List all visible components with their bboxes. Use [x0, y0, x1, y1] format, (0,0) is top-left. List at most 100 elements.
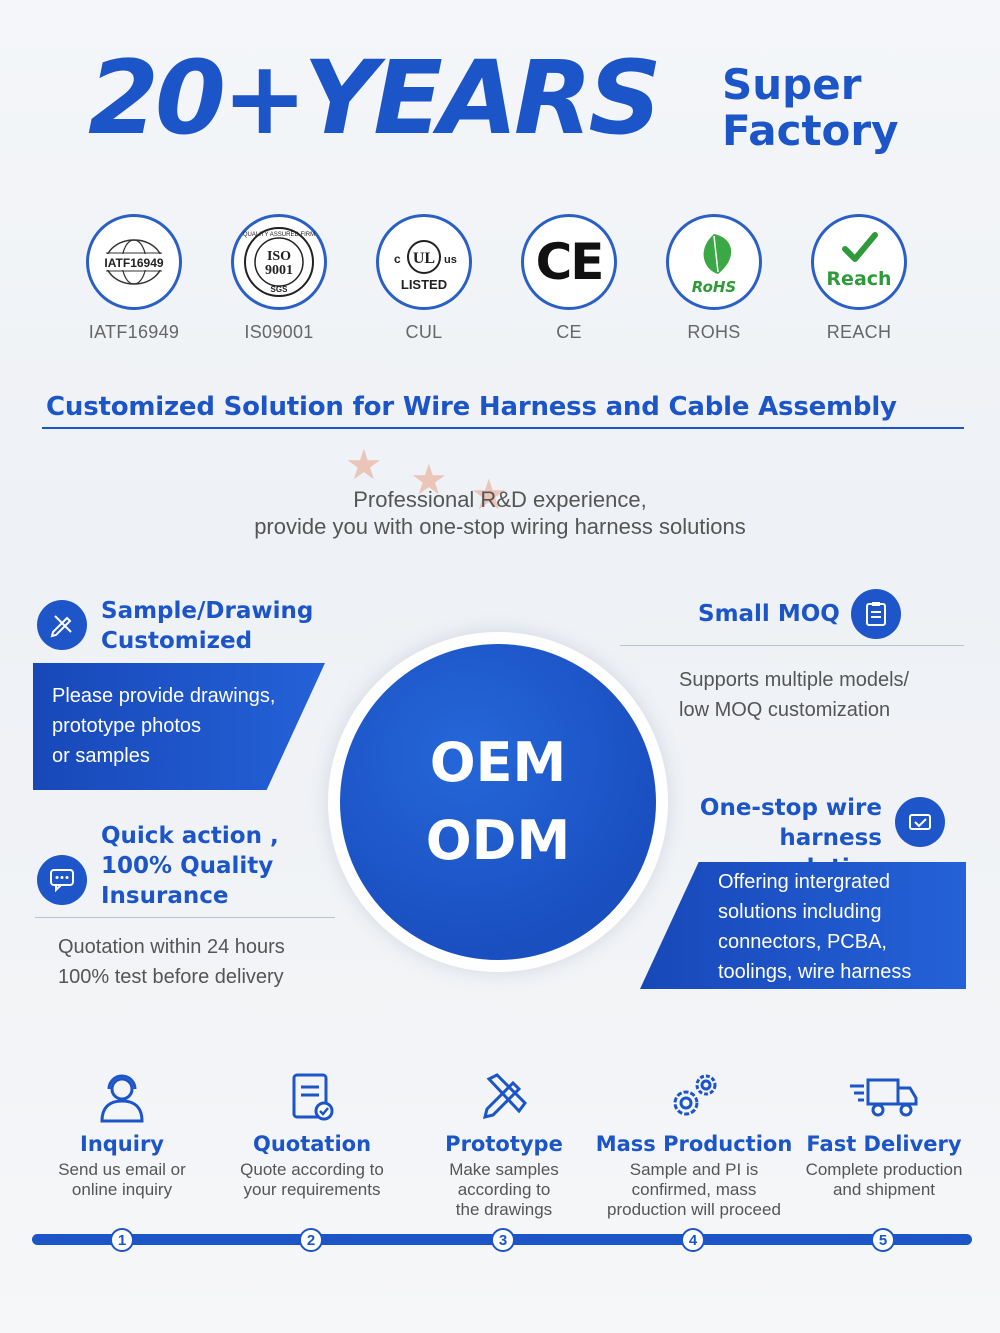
- step-desc-line: Quote according to: [240, 1160, 384, 1179]
- delivery-truck-icon: [784, 1066, 984, 1126]
- step-desc-line: and shipment: [832, 1180, 936, 1199]
- ce-mark-icon: CE: [521, 214, 617, 310]
- feature-box-line: Offering intergrated: [718, 871, 890, 893]
- cert-label: REACH: [826, 322, 892, 342]
- step-description: Complete production and shipment: [784, 1160, 984, 1200]
- clipboard-icon: [851, 589, 901, 639]
- feature-box-line: connectors, PCBA,: [718, 931, 887, 953]
- svg-text:SGS: SGS: [271, 285, 289, 294]
- step-desc-line: according to: [457, 1180, 551, 1199]
- step-number: 3: [491, 1228, 515, 1252]
- page-subtitle: Super Factory: [722, 62, 899, 154]
- feature-title-line: 100% Quality: [101, 853, 274, 879]
- ul-listed-icon: c UL us LISTED: [376, 214, 472, 310]
- intro-line-1: Professional R&D experience,: [353, 487, 647, 512]
- cert-rohs: RoHS ROHS: [664, 214, 764, 343]
- cert-label: IATF16949: [88, 322, 180, 342]
- step-fast-delivery: Fast Delivery Complete production and sh…: [784, 1066, 984, 1200]
- star-icon: ★: [345, 440, 383, 489]
- step-desc-line: Send us email or: [58, 1160, 186, 1179]
- feature-quick-text: Quotation within 24 hours 100% test befo…: [58, 932, 285, 992]
- cert-iatf16949: IATF16949 IATF16949: [84, 214, 184, 343]
- document-check-icon: [212, 1066, 412, 1126]
- step-number: 1: [110, 1228, 134, 1252]
- step-desc-line: production will proceed: [607, 1200, 781, 1219]
- step-mass-production: Mass Production Sample and PI is confirm…: [594, 1066, 794, 1220]
- cert-cul: c UL us LISTED CUL: [374, 214, 474, 343]
- step-desc-line: your requirements: [243, 1180, 381, 1199]
- globe-icon: IATF16949: [86, 214, 182, 310]
- cert-iso9001: QUALITY ASSURED FIRM ISO 9001 SGS IS0900…: [229, 214, 329, 343]
- feature-moq-text: Supports multiple models/ low MOQ custom…: [679, 665, 909, 725]
- step-prototype: Prototype Make samples according to the …: [404, 1066, 604, 1220]
- feature-text-line: Quotation within 24 hours: [58, 936, 285, 958]
- feature-text-line: low MOQ customization: [679, 699, 891, 721]
- svg-text:us: us: [444, 254, 457, 266]
- feature-onestop-box: Offering intergrated solutions including…: [640, 862, 966, 989]
- feature-box-line: prototype photos: [52, 715, 201, 737]
- feature-text-line: 100% test before delivery: [58, 966, 284, 988]
- step-desc-line: online inquiry: [71, 1180, 173, 1199]
- cart-icon: [895, 797, 945, 847]
- oem-odm-badge: OEM ODM: [340, 644, 656, 960]
- star-icon: ★: [410, 455, 448, 504]
- svg-text:QUALITY ASSURED FIRM: QUALITY ASSURED FIRM: [243, 232, 315, 238]
- step-desc-line: Sample and PI is: [629, 1160, 759, 1179]
- cert-label: CUL: [405, 322, 443, 342]
- step-description: Send us email or online inquiry: [22, 1160, 222, 1200]
- step-desc-line: confirmed, mass: [631, 1180, 757, 1199]
- feature-box-line: Please provide drawings,: [52, 685, 276, 707]
- pencil-ruler-icon: [37, 600, 87, 650]
- svg-text:9001: 9001: [265, 263, 293, 278]
- checkmark-icon: Reach: [811, 214, 907, 310]
- step-description: Quote according to your requirements: [212, 1160, 412, 1200]
- divider: [620, 645, 964, 646]
- feature-title-line: Quick action ,: [101, 823, 279, 849]
- step-quotation: Quotation Quote according to your requir…: [212, 1066, 412, 1200]
- step-description: Make samples according to the drawings: [404, 1160, 604, 1220]
- step-number: 2: [299, 1228, 323, 1252]
- feature-quick-title: Quick action , 100% Quality Insurance: [101, 821, 279, 911]
- feature-title-line: Customized: [101, 628, 253, 654]
- subtitle-line-1: Super: [722, 60, 862, 109]
- divider: [35, 917, 335, 918]
- cert-reach: Reach REACH: [809, 214, 909, 343]
- odm-label: ODM: [425, 809, 571, 872]
- step-desc-line: the drawings: [455, 1200, 553, 1219]
- cert-ce: CE CE: [519, 214, 619, 343]
- section-heading: Customized Solution for Wire Harness and…: [46, 392, 897, 422]
- feature-sample-box: Please provide drawings, prototype photo…: [33, 663, 325, 790]
- leaf-icon: RoHS: [666, 214, 762, 310]
- step-number: 4: [681, 1228, 705, 1252]
- intro-line-2: provide you with one-stop wiring harness…: [254, 514, 746, 539]
- cert-label: IS09001: [244, 322, 314, 342]
- subtitle-line-2: Factory: [722, 106, 899, 155]
- step-inquiry: Inquiry Send us email or online inquiry: [22, 1066, 222, 1200]
- oem-label: OEM: [429, 731, 567, 794]
- cert-label: CE: [556, 322, 582, 342]
- heading-underline: [42, 427, 964, 429]
- chat-icon: [37, 855, 87, 905]
- iso-seal-icon: QUALITY ASSURED FIRM ISO 9001 SGS: [231, 214, 327, 310]
- gears-icon: [594, 1066, 794, 1126]
- feature-title-line: Insurance: [101, 883, 229, 909]
- svg-text:c: c: [394, 252, 401, 266]
- svg-text:Reach: Reach: [826, 268, 891, 290]
- feature-box-line: solutions including: [718, 901, 882, 923]
- svg-text:IATF16949: IATF16949: [104, 256, 163, 270]
- step-title: Mass Production: [595, 1132, 793, 1156]
- feature-text-line: Supports multiple models/: [679, 669, 910, 691]
- feature-title-line: Sample/Drawing: [101, 598, 314, 624]
- step-title: Prototype: [445, 1132, 563, 1156]
- svg-text:RoHS: RoHS: [692, 278, 736, 296]
- ce-mark-text: CE: [535, 233, 605, 291]
- step-title: Fast Delivery: [806, 1132, 962, 1156]
- feature-title-line: One-stop wire: [699, 795, 882, 821]
- step-desc-line: Make samples: [449, 1160, 559, 1179]
- step-title: Inquiry: [80, 1132, 164, 1156]
- cert-label: ROHS: [687, 322, 741, 342]
- svg-text:ISO: ISO: [267, 249, 291, 264]
- feature-box-line: or samples: [52, 745, 150, 767]
- step-number: 5: [871, 1228, 895, 1252]
